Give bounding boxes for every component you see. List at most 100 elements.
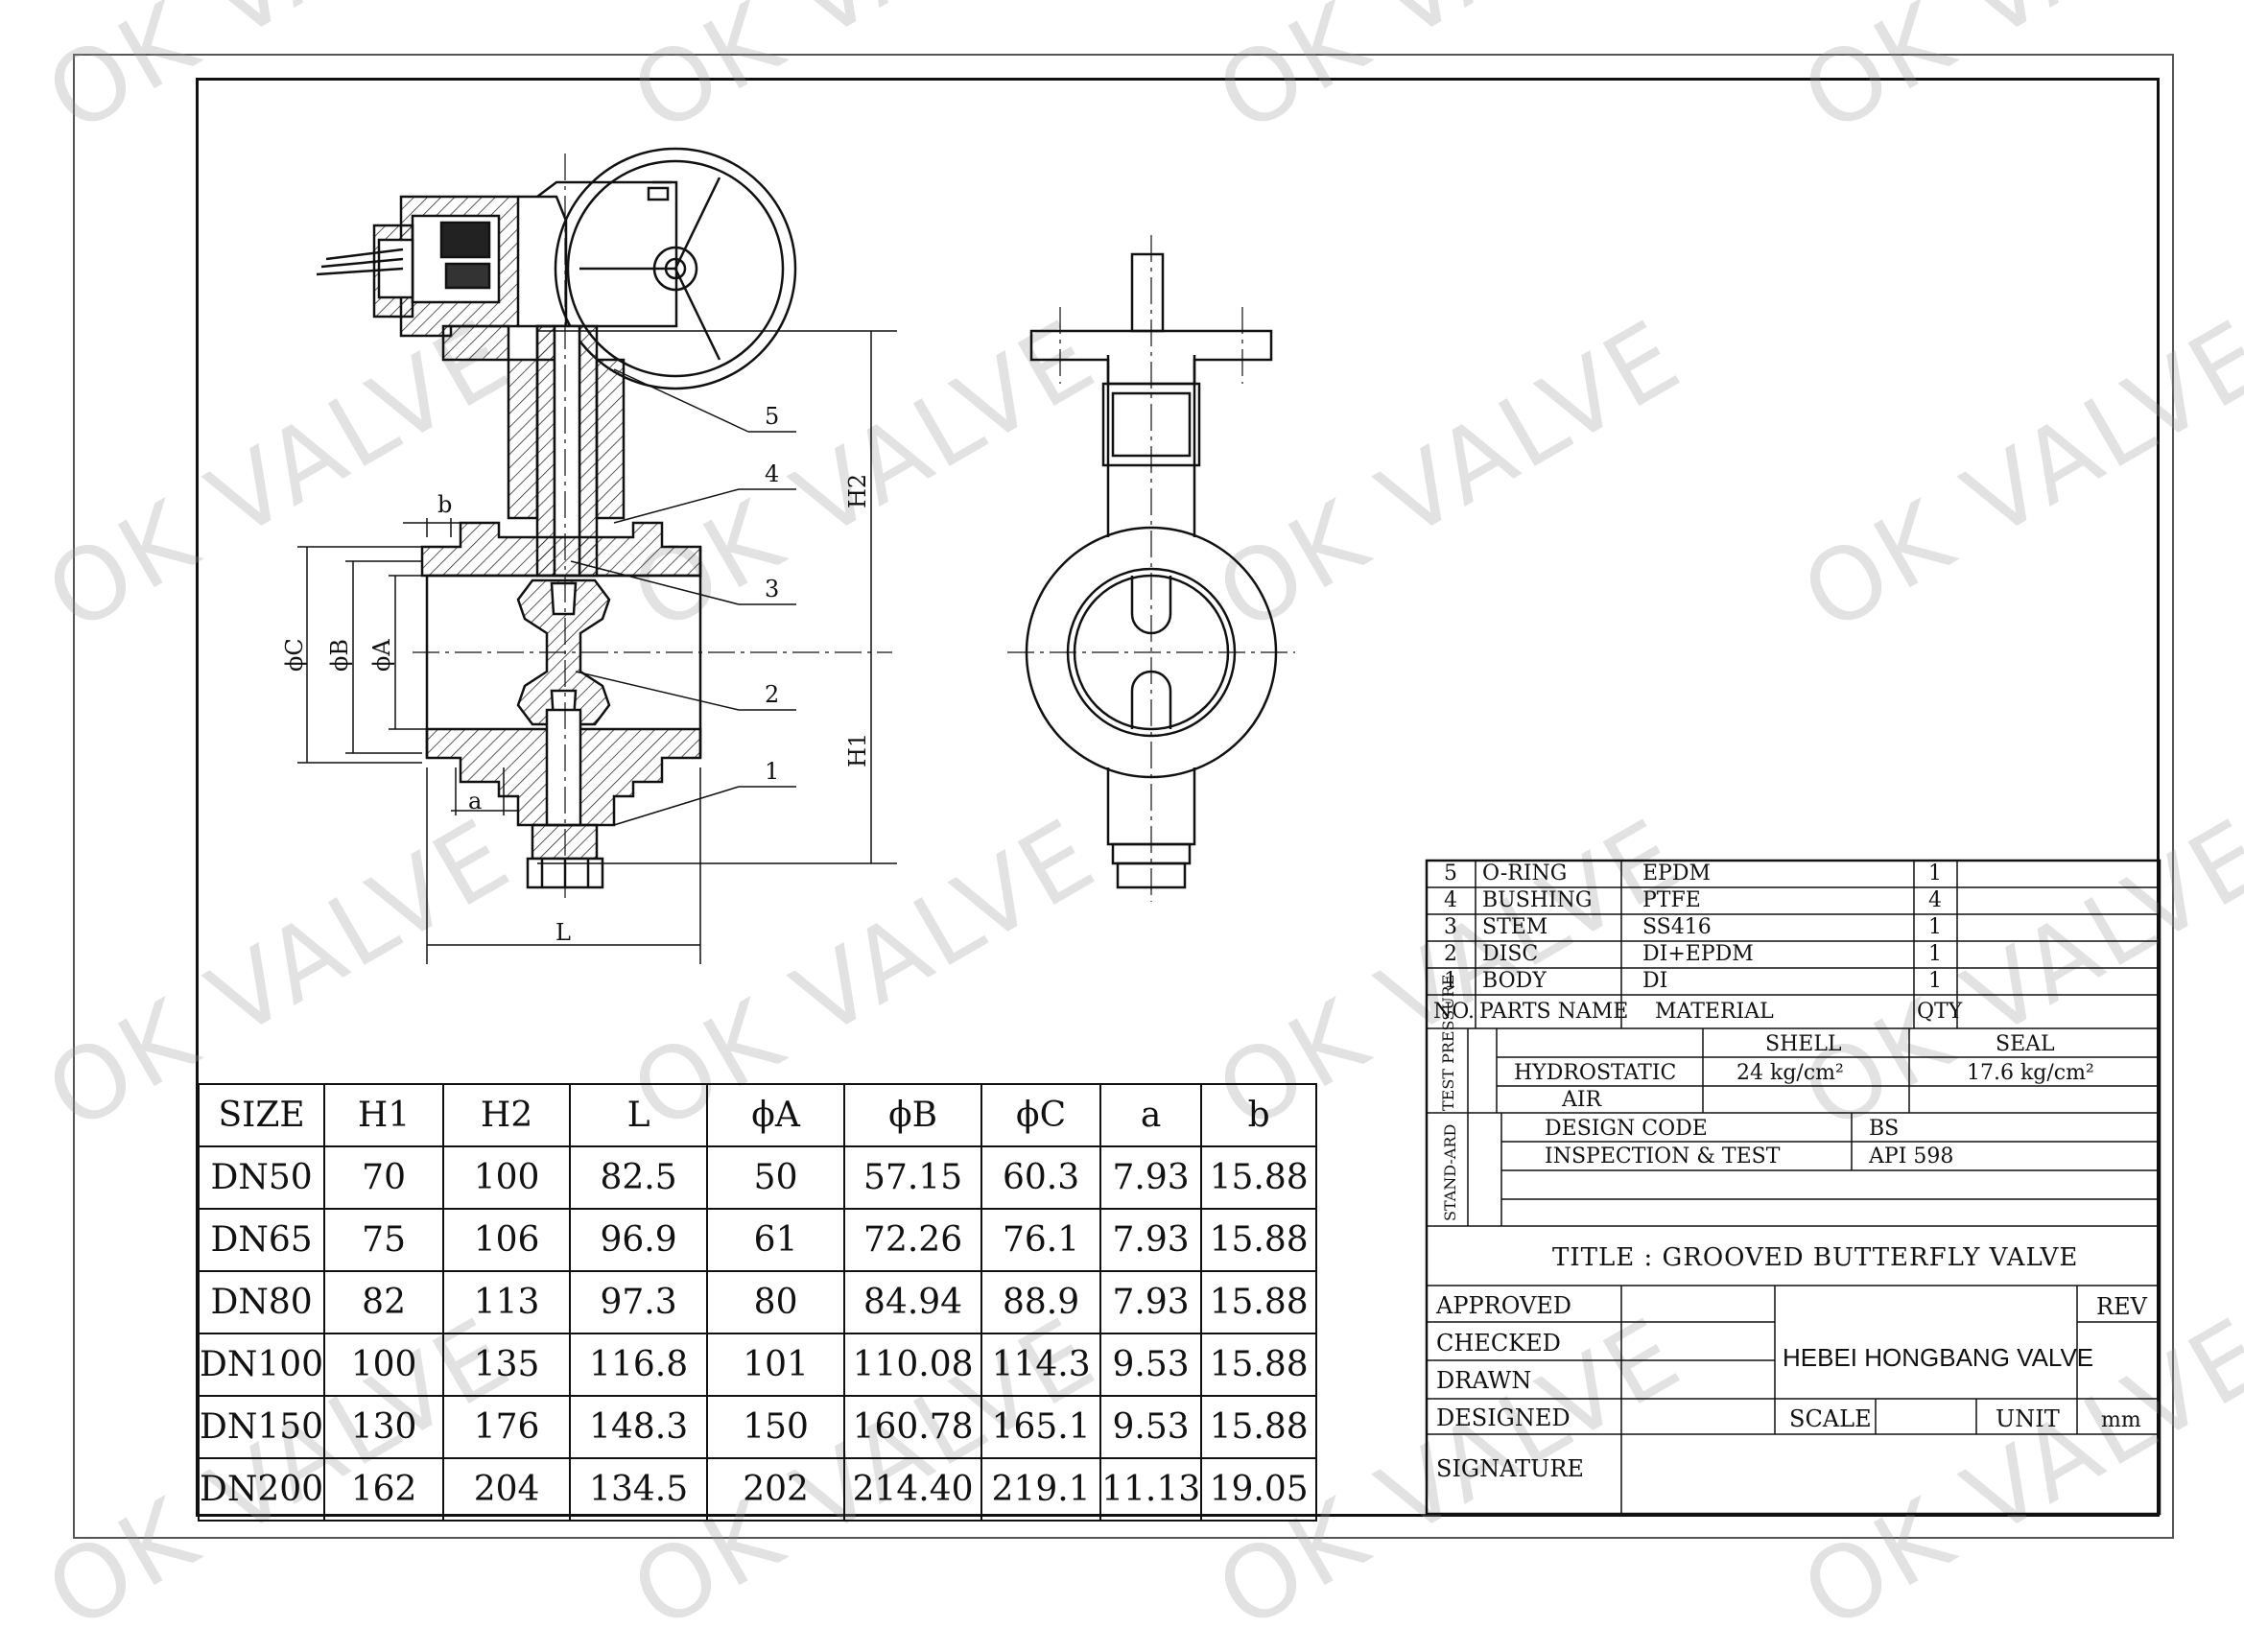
shell-value: 24 kg/cm² [1736, 1061, 1844, 1085]
part-material: DI+EPDM [1642, 942, 1754, 966]
dim-phiB: ϕB [326, 639, 353, 672]
part-qty: 1 [1928, 942, 1942, 966]
table-cell: 70 [323, 1145, 445, 1210]
table-cell: 162 [323, 1457, 445, 1522]
unit-label: UNIT [1996, 1405, 2060, 1432]
table-row: DN80 82 113 97.3 80 84.94 88.9 7.93 15.8… [197, 1270, 1318, 1334]
table-cell: 75 [323, 1208, 445, 1272]
dimension-table: SIZE H1 H2 L ϕA ϕB ϕC a b DN50 70 100 82… [197, 1083, 1318, 1522]
table-cell: 7.93 [1099, 1145, 1203, 1210]
table-cell: 134.5 [569, 1457, 709, 1522]
table-cell: 80 [706, 1270, 846, 1334]
table-row: DN200 162 204 134.5 202 214.40 219.1 11.… [197, 1457, 1318, 1522]
part-no: 3 [1444, 915, 1457, 939]
part-material: PTFE [1642, 888, 1701, 912]
part-material: EPDM [1642, 861, 1712, 885]
unit-value: mm [2101, 1408, 2141, 1432]
table-cell: 96.9 [569, 1208, 709, 1272]
centerline [1007, 235, 1295, 902]
table-cell: 135 [442, 1333, 572, 1397]
checked-label: CHECKED [1436, 1330, 1561, 1357]
hydrostatic-label: HYDROSTATIC [1514, 1061, 1677, 1085]
table-cell: 7.93 [1099, 1208, 1203, 1272]
table-cell: 19.05 [1200, 1457, 1318, 1522]
table-cell: 97.3 [569, 1270, 709, 1334]
company-name: HEBEI HONGBANG VALVE [1783, 1343, 2094, 1372]
table-cell: 100 [323, 1333, 445, 1397]
table-cell: 15.88 [1200, 1333, 1318, 1397]
table-cell: 15.88 [1200, 1270, 1318, 1334]
dim-H1: H1 [844, 733, 871, 767]
table-cell: 72.26 [843, 1208, 983, 1272]
rev-label: REV [2096, 1293, 2147, 1320]
table-cell: 101 [706, 1333, 846, 1397]
col-header: b [1200, 1083, 1318, 1147]
col-header: L [569, 1083, 709, 1147]
col-header: a [1099, 1083, 1203, 1147]
valve-neck [507, 324, 626, 578]
table-cell: DN150 [197, 1395, 326, 1459]
handwheel [554, 147, 797, 390]
dim-L: L [555, 919, 571, 946]
table-cell: 219.1 [980, 1457, 1102, 1522]
design-code-value: BS [1869, 1117, 1900, 1141]
part-name: DISC [1482, 942, 1539, 966]
dim-H2: H2 [844, 474, 871, 508]
table-cell: DN65 [197, 1208, 326, 1272]
test-pressure-label: TEST PRESSURE [1439, 974, 1457, 1111]
table-cell: 76.1 [980, 1208, 1102, 1272]
part-qty: 4 [1928, 888, 1942, 912]
dim-phiA: ϕA [368, 639, 395, 672]
callout-1: 1 [765, 758, 779, 785]
table-cell: DN100 [197, 1333, 326, 1397]
part-name: STEM [1482, 915, 1548, 939]
gear-operator [316, 180, 678, 362]
table-cell: 84.94 [843, 1270, 983, 1334]
part-no: 5 [1444, 861, 1457, 885]
table-cell: 176 [442, 1395, 572, 1459]
table-cell: 100 [442, 1145, 572, 1210]
table-row: DN65 75 106 96.9 61 72.26 76.1 7.93 15.8… [197, 1208, 1318, 1272]
table-cell: DN80 [197, 1270, 326, 1334]
title-block-grid [1425, 859, 2161, 1516]
part-name: O-RING [1482, 861, 1568, 885]
table-cell: 82.5 [569, 1145, 709, 1210]
part-qty: 1 [1928, 861, 1942, 885]
part-material: DI [1642, 969, 1668, 993]
table-cell: DN200 [197, 1457, 326, 1522]
part-name: BODY [1482, 969, 1547, 993]
table-cell: 130 [323, 1395, 445, 1459]
part-qty: 1 [1928, 915, 1942, 939]
parts-header-name: PARTS NAME [1479, 1000, 1629, 1024]
table-cell: 7.93 [1099, 1270, 1203, 1334]
table-cell: 9.53 [1099, 1333, 1203, 1397]
dimension-text: b a L ϕC ϕB ϕA H1 H2 5 4 3 2 1 [281, 403, 871, 946]
part-no: 1 [1444, 969, 1457, 993]
col-header: ϕA [706, 1083, 846, 1147]
parts-header-material: MATERIAL [1655, 1000, 1774, 1024]
table-cell: 11.13 [1099, 1457, 1203, 1522]
table-cell: 60.3 [980, 1145, 1102, 1210]
table-cell: 15.88 [1200, 1208, 1318, 1272]
valve-drawing: b a L ϕC ϕB ϕA H1 H2 5 4 3 2 1 [281, 147, 2161, 1516]
col-header: ϕC [980, 1083, 1102, 1147]
table-cell: 160.78 [843, 1395, 983, 1459]
col-header: H2 [442, 1083, 572, 1147]
part-qty: 1 [1928, 969, 1942, 993]
table-cell: 110.08 [843, 1333, 983, 1397]
scale-label: SCALE [1789, 1405, 1872, 1432]
table-cell: 61 [706, 1208, 846, 1272]
callout-2: 2 [765, 681, 779, 708]
standard-label: STAND-ARD [1441, 1123, 1459, 1221]
air-label: AIR [1562, 1088, 1602, 1112]
drawn-label: DRAWN [1436, 1367, 1532, 1394]
inspection-value: API 598 [1869, 1145, 1954, 1168]
dim-phiC: ϕC [281, 638, 308, 672]
col-header: H1 [323, 1083, 445, 1147]
inspection-label: INSPECTION & TEST [1545, 1145, 1781, 1168]
col-header: SIZE [197, 1083, 326, 1147]
dimension-lines [297, 330, 897, 964]
seal-header: SEAL [1996, 1032, 2055, 1056]
table-cell: 106 [442, 1208, 572, 1272]
table-cell: 82 [323, 1270, 445, 1334]
